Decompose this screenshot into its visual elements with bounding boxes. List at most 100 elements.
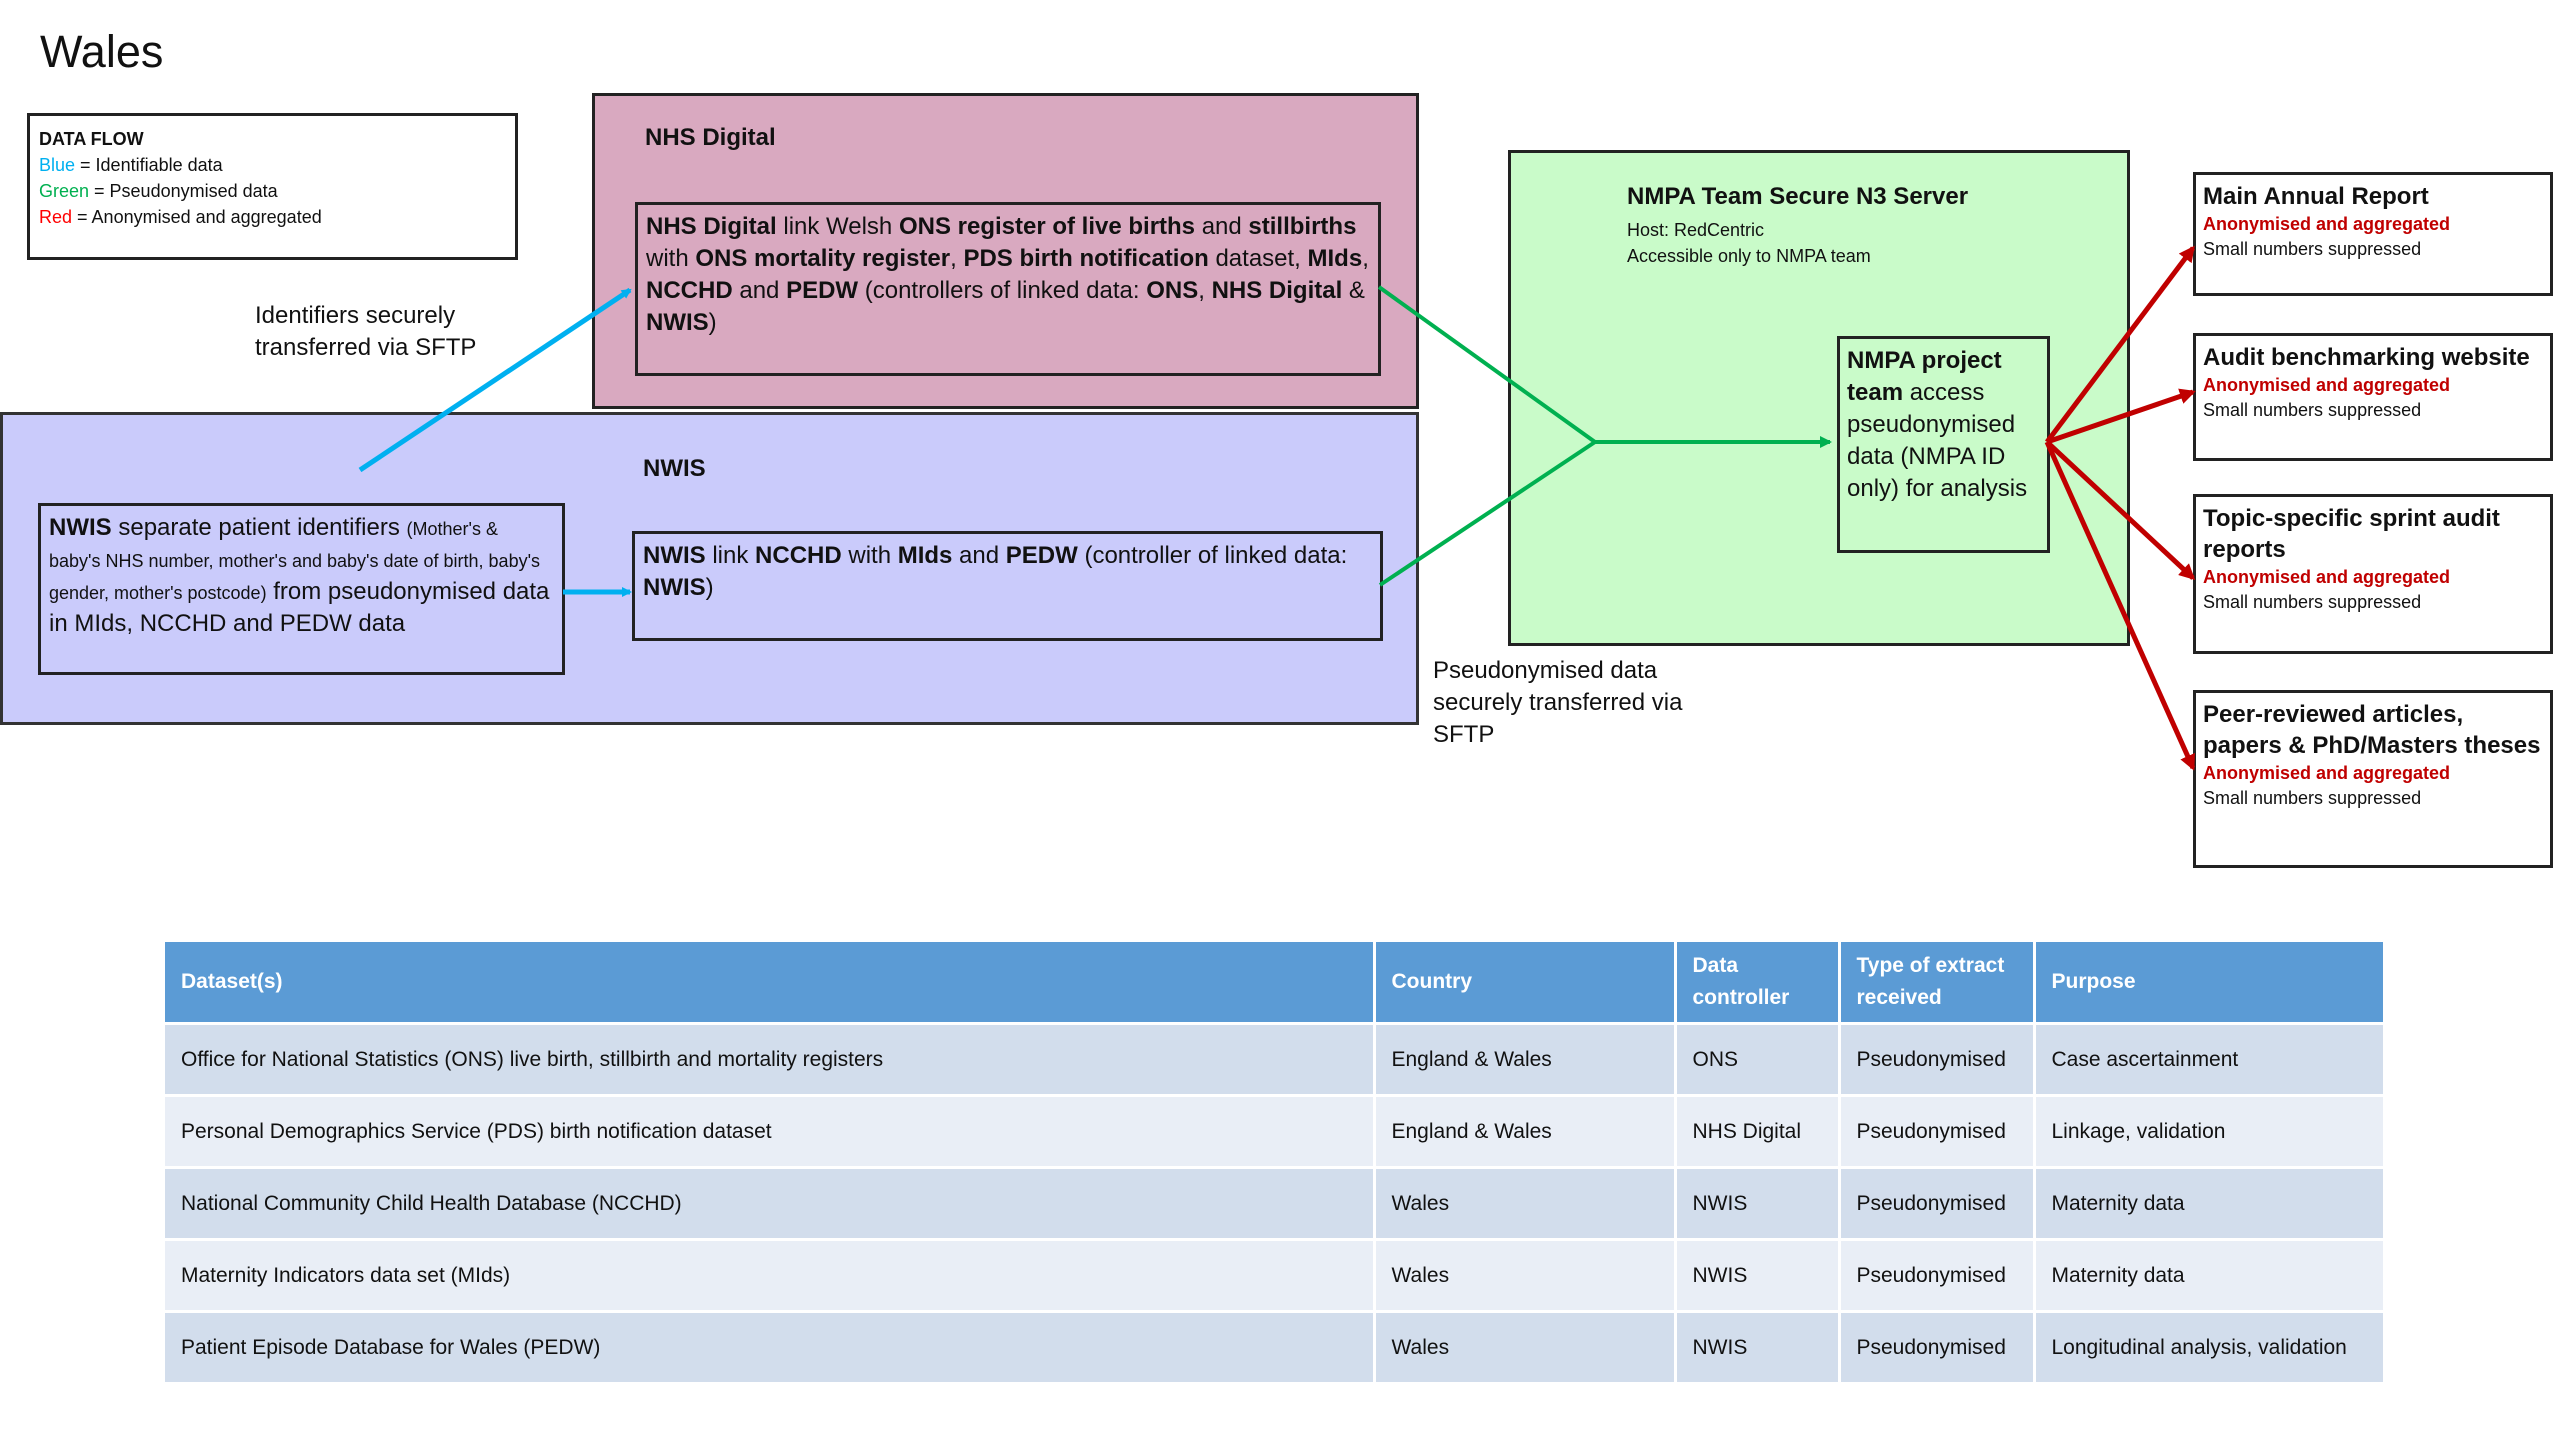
table-cell: National Community Child Health Database…: [165, 1166, 1376, 1240]
nwis-link-text-run: ): [705, 574, 714, 601]
table-row: National Community Child Health Database…: [165, 1166, 2383, 1240]
nmpa-project-text-run: access pseudonymised data (NMPA ID only)…: [1847, 379, 2028, 502]
nhs-digital-text-run: NHS Digital: [1211, 277, 1343, 304]
table-cell: NHS Digital: [1675, 1094, 1841, 1168]
nwis-link-text-run: NWIS: [643, 574, 706, 601]
table-cell: Longitudinal analysis, validation: [2034, 1310, 2383, 1382]
table-cell: Pseudonymised: [1839, 1166, 2036, 1240]
nhs-digital-text-run: ONS register of live births: [898, 213, 1196, 240]
table-cell: Patient Episode Database for Wales (PEDW…: [165, 1310, 1376, 1382]
column-header: Dataset(s): [165, 942, 1376, 1024]
legend-key: Red: [39, 207, 73, 227]
table-cell: England & Wales: [1374, 1094, 1677, 1168]
nhs-digital-text-run: with: [646, 245, 696, 272]
nhs-digital-link-text: NHS Digital link Welsh ONS register of l…: [646, 213, 1369, 336]
output-title: Topic-specific sprint audit reports: [2203, 505, 2500, 563]
table-cell: Pseudonymised: [1839, 1022, 2036, 1096]
table-cell: Linkage, validation: [2034, 1094, 2383, 1168]
output-box-peer-reviewed: Peer-reviewed articles, papers & PhD/Mas…: [2193, 690, 2553, 868]
legend-item-red: Red = Anonymised and aggregated: [39, 204, 506, 230]
nwis-link-text-run: NWIS: [643, 542, 706, 569]
legend-item-green: Green = Pseudonymised data: [39, 178, 506, 204]
nhs-digital-text-run: ): [708, 309, 717, 336]
nhs-digital-text-run: PDS birth notification: [963, 245, 1209, 272]
identifiers-caption: Identifiers securely transferred via SFT…: [255, 302, 477, 361]
legend-item-blue: Blue = Identifiable data: [39, 152, 506, 178]
nwis-link-text-run: MIds: [897, 542, 953, 569]
column-header: Purpose: [2034, 942, 2383, 1024]
nmpa-project-box: NMPA project team access pseudonymised d…: [1837, 336, 2050, 553]
output-note: Small numbers suppressed: [2203, 592, 2422, 612]
output-title: Audit benchmarking website: [2203, 344, 2530, 371]
table-cell: Maternity data: [2034, 1166, 2383, 1240]
table-cell: Pseudonymised: [1839, 1238, 2036, 1312]
legend-text: = Anonymised and aggregated: [72, 207, 322, 227]
nhs-digital-text-run: and: [1195, 213, 1249, 240]
nwis-separate-box: NWIS separate patient identifiers (Mothe…: [38, 503, 565, 675]
output-box-benchmarking-website: Audit benchmarking website Anonymised an…: [2193, 333, 2553, 461]
nhs-digital-text-run: ONS: [1146, 277, 1199, 304]
server-host: Host: RedCentric: [1627, 220, 1765, 240]
nwis-separate-part2: from pseudonymised data in MIds, NCCHD a…: [49, 578, 550, 637]
nhs-digital-text-run: (controllers of linked data:: [858, 277, 1147, 304]
output-box-main-annual-report: Main Annual Report Anonymised and aggreg…: [2193, 172, 2553, 296]
nwis-link-text: NWIS link NCCHD with MIds and PEDW (cont…: [643, 542, 1347, 601]
nhs-digital-text-run: and: [732, 277, 787, 304]
output-note: Small numbers suppressed: [2203, 239, 2422, 259]
table-cell: NWIS: [1675, 1166, 1841, 1240]
table-header-row: Dataset(s) Country Data controller Type …: [165, 942, 2383, 1024]
column-header: Type of extract received: [1839, 942, 2036, 1024]
datasets-table: Dataset(s) Country Data controller Type …: [165, 942, 2383, 1382]
table-cell: Wales: [1374, 1310, 1677, 1382]
nhs-digital-text-run: NWIS: [646, 309, 709, 336]
nwis-separate-part1: separate patient identifiers: [111, 514, 407, 541]
table-cell: Case ascertainment: [2034, 1022, 2383, 1096]
legend: DATA FLOW Blue = Identifiable data Green…: [27, 113, 518, 260]
table-row: Personal Demographics Service (PDS) birt…: [165, 1094, 2383, 1168]
table-row: Office for National Statistics (ONS) liv…: [165, 1022, 2383, 1096]
table-cell: Wales: [1374, 1238, 1677, 1312]
table-cell: Wales: [1374, 1166, 1677, 1240]
nhs-digital-text-run: link Welsh: [776, 213, 899, 240]
pseudonymised-caption: Pseudonymised data securely transferred …: [1433, 657, 1683, 748]
column-header: Data controller: [1675, 942, 1841, 1024]
nwis-link-text-run: PEDW: [1005, 542, 1078, 569]
nhs-digital-text-run: NCCHD: [646, 277, 733, 304]
output-title: Main Annual Report: [2203, 183, 2429, 210]
nwis-link-text-run: (controller of linked data:: [1077, 542, 1348, 569]
legend-text: = Identifiable data: [75, 155, 223, 175]
nhs-digital-text-run: ,: [1198, 277, 1212, 304]
table-row: Patient Episode Database for Wales (PEDW…: [165, 1310, 2383, 1382]
output-note: Small numbers suppressed: [2203, 788, 2422, 808]
table-cell: Pseudonymised: [1839, 1094, 2036, 1168]
nhs-digital-text-run: MIds: [1307, 245, 1363, 272]
nwis-region: NWIS NWIS separate patient identifiers (…: [0, 412, 1419, 725]
nhs-digital-text-run: ,: [950, 245, 964, 272]
table-cell: England & Wales: [1374, 1022, 1677, 1096]
table-cell: Maternity data: [2034, 1238, 2383, 1312]
nhs-digital-text-run: ,: [1362, 245, 1369, 272]
legend-key: Green: [39, 181, 90, 201]
nmpa-project-text: NMPA project team access pseudonymised d…: [1847, 347, 2027, 502]
nhs-digital-label: NHS Digital: [645, 124, 776, 151]
column-header: Country: [1374, 942, 1677, 1024]
table-cell: Office for National Statistics (ONS) liv…: [165, 1022, 1376, 1096]
output-anonymised: Anonymised and aggregated: [2203, 214, 2451, 234]
output-anonymised: Anonymised and aggregated: [2203, 763, 2451, 783]
output-anonymised: Anonymised and aggregated: [2203, 375, 2451, 395]
table-cell: Personal Demographics Service (PDS) birt…: [165, 1094, 1376, 1168]
output-anonymised: Anonymised and aggregated: [2203, 567, 2451, 587]
nwis-link-text-run: NCCHD: [755, 542, 842, 569]
output-box-sprint-audit-reports: Topic-specific sprint audit reports Anon…: [2193, 494, 2553, 654]
server-access: Accessible only to NMPA team: [1627, 246, 1871, 266]
nhs-digital-text-run: PEDW: [786, 277, 859, 304]
nwis-link-text-run: with: [841, 542, 898, 569]
nhs-digital-text-run: ONS mortality register: [695, 245, 951, 272]
nhs-digital-region: NHS Digital NHS Digital link Welsh ONS r…: [592, 93, 1419, 409]
nwis-separate-identifiers: (Mother's & baby's NHS number, mother's …: [49, 519, 541, 603]
nwis-separate-bold: NWIS: [49, 514, 112, 541]
nwis-label: NWIS: [643, 455, 706, 482]
nmpa-server-region: NMPA Team Secure N3 Server Host: RedCent…: [1508, 150, 2130, 646]
nmpa-project-text-run: NMPA project team: [1847, 347, 2002, 406]
nwis-link-box: NWIS link NCCHD with MIds and PEDW (cont…: [632, 531, 1383, 641]
